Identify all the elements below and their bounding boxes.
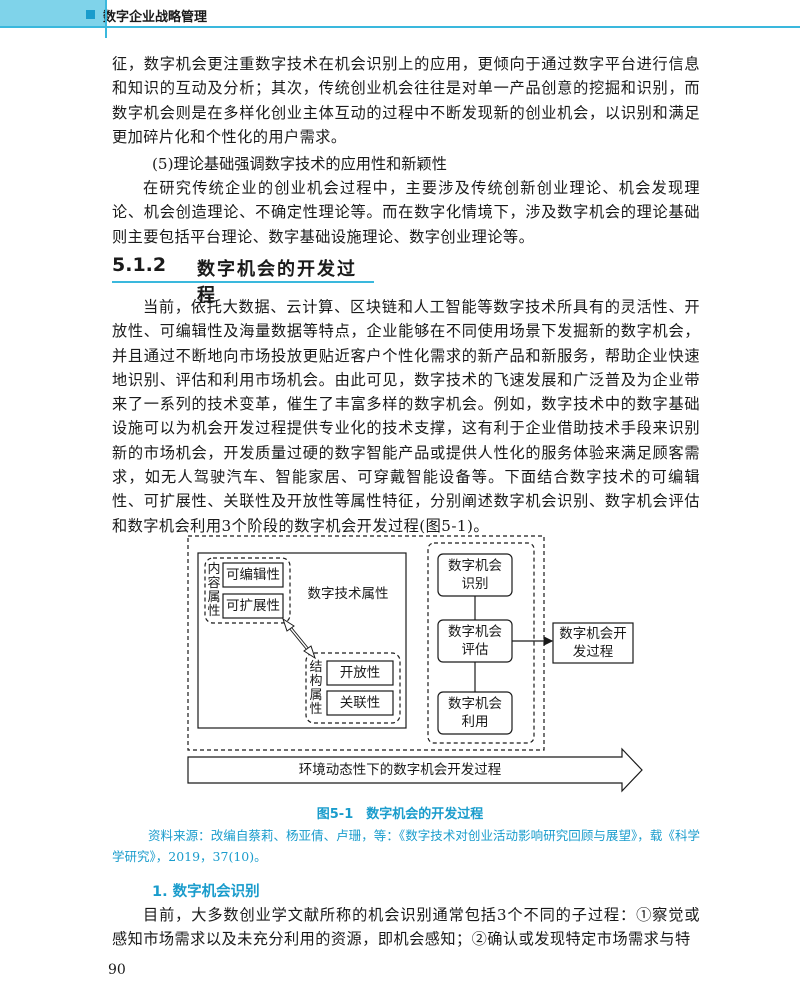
editable-label: 可编辑性: [226, 567, 280, 583]
subsection-heading: 1. 数字机会识别: [152, 884, 260, 900]
header-vertical-rule: [105, 0, 107, 38]
content-attr-group: [204, 557, 291, 624]
relevance-label: 关联性: [339, 695, 381, 711]
struct-attr-group: [305, 652, 401, 724]
header-title: 数字企业战略管理: [103, 10, 208, 25]
extensible-box: [222, 593, 284, 619]
evaluate-label: 数字机会评估: [448, 624, 502, 658]
page-number: 90: [108, 962, 126, 978]
utilize-label: 数字机会利用: [448, 696, 502, 730]
figure-caption: 图5-1 数字机会的开发过程: [316, 807, 484, 822]
section-number: 5.1.2: [112, 254, 167, 276]
extensible-label: 可扩展性: [226, 598, 280, 614]
header-rule: [0, 26, 800, 28]
paragraph-1: 征，数字机会更注重数字技术在机会识别上的应用，更倾向于通过数字平台进行信息和知识…: [112, 55, 700, 146]
paragraph-4: 目前，大多数创业学文献所称的机会识别通常包括3个不同的子过程：①察觉或感知市场需…: [112, 906, 700, 949]
identify-label: 数字机会识别: [448, 558, 502, 592]
figure-diagram: [187, 535, 643, 793]
section-underline: [112, 281, 374, 283]
editable-box: [222, 562, 284, 588]
openness-box: [326, 660, 394, 686]
openness-label: 开放性: [339, 665, 381, 681]
figure-source: 资料来源：改编自蔡莉、杨亚倩、卢珊，等：《数字技术对创业活动影响研究回顾与展望》…: [112, 828, 700, 864]
process-result-label: 数字机会开发过程: [559, 626, 627, 660]
tech-attr-box: [197, 552, 407, 729]
figure-5-1: 内容属性 可编辑性 可扩展性 数字技术属性 结构属性 开放性 关联性 数字机会识…: [170, 530, 650, 795]
tech-attr-label: 数字技术属性: [307, 586, 389, 602]
struct-attr-label: 结构属性: [309, 660, 323, 717]
environment-arrow: [187, 747, 643, 793]
header-square-icon: [86, 10, 95, 19]
section-heading: 5.1.2 数字机会的开发过程: [112, 250, 374, 306]
environment-arrow-label: 环境动态性下的数字机会开发过程: [298, 762, 502, 778]
paragraph-3: 当前，依托大数据、云计算、区块链和人工智能等数字技术所具有的灵活性、开放性、可编…: [112, 298, 700, 535]
process-dashed-frame: [427, 542, 535, 744]
paragraph-2: 在研究传统企业的创业机会过程中，主要涉及传统创新创业理论、机会发现理论、机会创造…: [112, 179, 700, 246]
content-attr-label: 内容属性: [207, 562, 221, 619]
section-title: 数字机会的开发过程: [197, 259, 357, 306]
relevance-box: [326, 690, 394, 716]
running-header: 数字企业战略管理: [0, 0, 800, 38]
point-5-heading: (5)理论基础强调数字技术的应用性和新颖性: [152, 155, 447, 173]
